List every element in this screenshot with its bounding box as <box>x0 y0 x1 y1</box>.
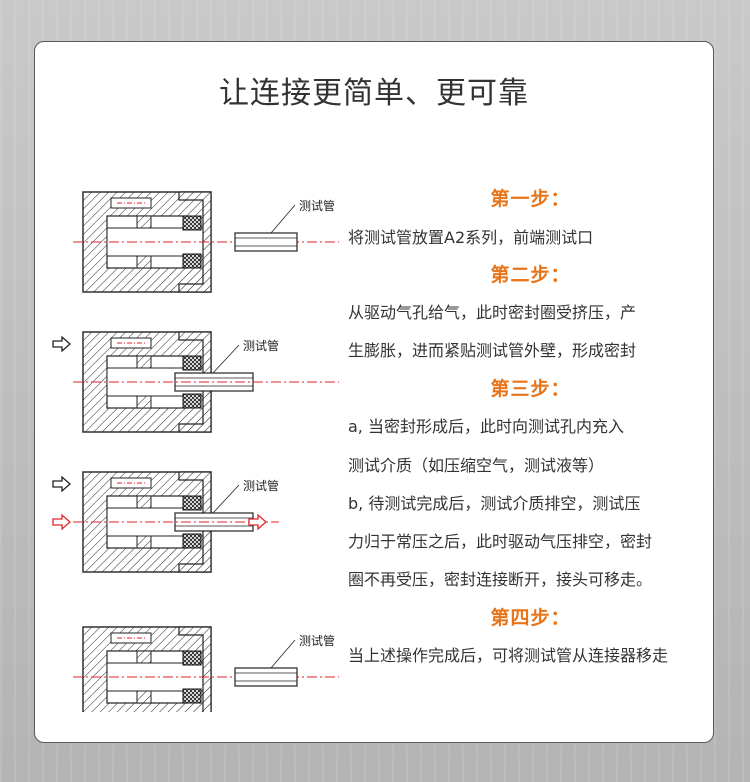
test-medium-in-arrow-icon <box>52 514 71 530</box>
step-2-line-1: 从驱动气孔给气，此时密封圈受挤压，产 <box>348 303 637 322</box>
tube-label: 测试管 <box>243 478 279 493</box>
step-3-line-4: 力归于常压之后，此时驱动气压排空，密封 <box>348 532 653 551</box>
step-3-line-5: 圈不再受压，密封连接断开，接头可移走。 <box>348 570 653 589</box>
tube-label: 测试管 <box>243 338 279 353</box>
content-card: 让连接更简单、更可靠 <box>34 41 714 743</box>
step-4-line-1: 当上述操作完成后，可将测试管从连接器移走 <box>348 646 669 665</box>
stage-2-diagram: 测试管 <box>52 331 339 433</box>
step-3-line-3: b, 待测试完成后，测试介质排空，测试压 <box>348 494 641 513</box>
stage-3-diagram: 测试管 <box>52 471 279 573</box>
drive-air-arrow-icon <box>52 476 71 492</box>
tube-label: 测试管 <box>299 633 335 648</box>
step-1-line-1: 将测试管放置A2系列，前端测试口 <box>348 228 594 247</box>
step-2-line-2: 生膨胀，进而紧贴测试管外壁，形成密封 <box>348 341 637 360</box>
stage-1-diagram: 测试管 <box>73 191 339 293</box>
step-4-heading: 第四步： <box>490 607 571 629</box>
step-3-line-1: a, 当密封形成后，此时向测试孔内充入 <box>348 417 624 436</box>
page-title: 让连接更简单、更可靠 <box>219 76 529 111</box>
connector-diagram: 测试管 测试管 测试管 测试管 <box>52 191 339 712</box>
step-3-heading: 第三步： <box>490 378 571 400</box>
step-2-heading: 第二步： <box>490 264 571 286</box>
drive-air-arrow-icon <box>52 336 71 352</box>
stage-4-diagram: 测试管 <box>73 626 339 712</box>
step-3-line-2: 测试介质（如压缩空气，测试液等） <box>348 456 605 475</box>
step-1-heading: 第一步： <box>490 188 571 210</box>
tube-label: 测试管 <box>299 198 335 213</box>
